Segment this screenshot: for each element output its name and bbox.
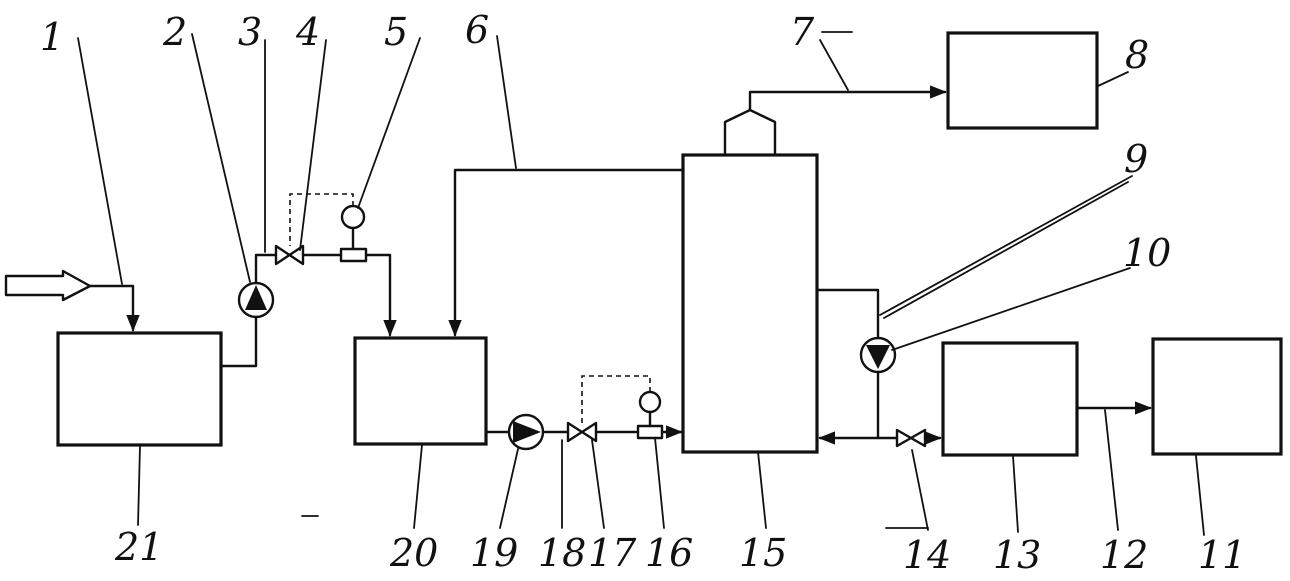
- label-19: 19: [470, 531, 518, 575]
- label-9: 9: [1124, 137, 1148, 181]
- valve-17: [566, 421, 598, 443]
- box-21: [56, 331, 223, 447]
- label-21: 21: [114, 525, 163, 569]
- label-2: 2: [162, 10, 187, 54]
- leader-lines: [77, 31, 1205, 536]
- pipe-9-sidedraw: [815, 288, 880, 340]
- label-1: 1: [40, 15, 64, 59]
- pipe-feed: [88, 284, 140, 332]
- flowmeter-5: [339, 204, 368, 263]
- label-3: 3: [238, 10, 262, 54]
- label-12: 12: [1100, 533, 1148, 577]
- label-5: 5: [384, 10, 408, 54]
- valve-4: [274, 244, 305, 266]
- pipe-21-to-pump: [219, 315, 258, 368]
- label-6: 6: [465, 8, 489, 52]
- pipe-to-box-20: [364, 253, 397, 337]
- label-20: 20: [389, 531, 438, 575]
- box-20: [353, 336, 488, 446]
- label-4: 4: [295, 10, 320, 54]
- valve-14: [895, 428, 927, 448]
- label-13: 13: [993, 533, 1041, 577]
- pump-10: [859, 336, 897, 374]
- control-line-16: [581, 375, 651, 423]
- label-11: 11: [1198, 533, 1246, 577]
- label-8: 8: [1125, 33, 1149, 77]
- label-18: 18: [538, 531, 586, 575]
- column-15-top: [723, 108, 777, 157]
- label-10: 10: [1123, 231, 1171, 275]
- pump-19: [507, 413, 545, 451]
- column-15: [681, 153, 819, 454]
- box-13: [941, 341, 1079, 457]
- label-15: 15: [739, 531, 787, 575]
- pump-2: [237, 281, 275, 319]
- label-17: 17: [588, 531, 637, 575]
- box-8: [946, 31, 1099, 130]
- control-line-5: [289, 193, 354, 246]
- pipe-6-return: [448, 168, 685, 337]
- pipe-7-vapor: [748, 85, 947, 112]
- box-11: [1151, 337, 1283, 456]
- label-14: 14: [903, 533, 951, 577]
- pipe-pump-up: [254, 253, 278, 284]
- flowmeter-16: [636, 390, 664, 440]
- feed-inlet-arrow: [4, 269, 92, 302]
- label-7: 7: [790, 10, 815, 54]
- label-16: 16: [645, 531, 693, 575]
